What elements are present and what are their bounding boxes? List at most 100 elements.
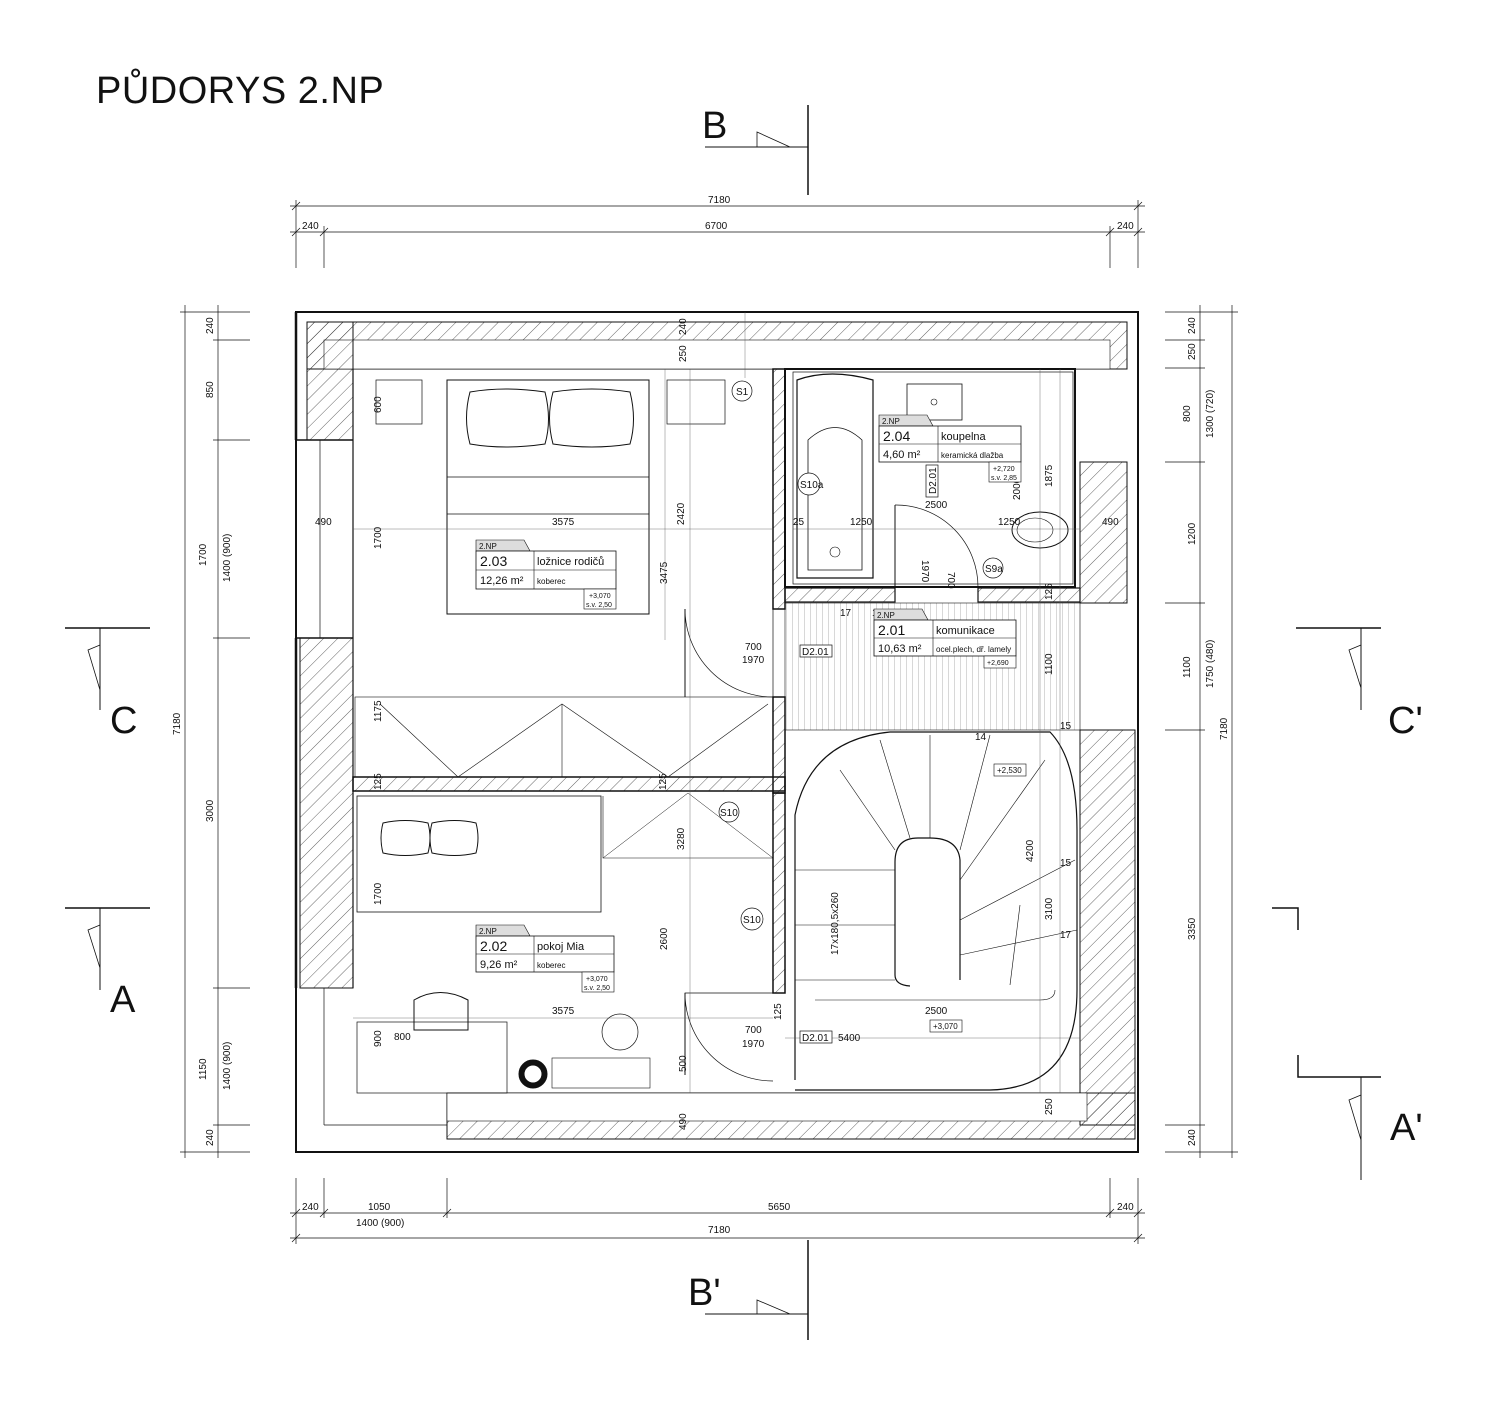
- room-level: +2,690: [987, 660, 1009, 667]
- room-finish: ocel.plech, dř. lamely: [936, 645, 1011, 654]
- svg-text:1100: 1100: [1044, 653, 1055, 675]
- level-stair-mid: +2,530: [997, 766, 1022, 775]
- room-name: komunikace: [936, 625, 995, 637]
- desk: [356, 992, 651, 1094]
- column-s9a: S9a: [985, 564, 1003, 575]
- svg-text:1250: 1250: [998, 517, 1021, 528]
- section-label-c-prime: C': [1388, 700, 1423, 742]
- svg-text:125: 125: [373, 773, 384, 790]
- svg-text:2600: 2600: [659, 927, 670, 950]
- room-finish: koberec: [537, 577, 565, 586]
- column-marker: [982, 557, 1004, 579]
- svg-text:2500: 2500: [925, 500, 948, 511]
- section-arrow-icon: [87, 644, 101, 691]
- svg-text:490: 490: [1102, 517, 1119, 528]
- pillow-icon: [549, 388, 634, 448]
- svg-text:5400: 5400: [838, 1033, 861, 1044]
- svg-text:250: 250: [1044, 1098, 1055, 1115]
- dim-left-1: 240: [205, 317, 216, 334]
- section-arrow-icon: [1348, 644, 1362, 689]
- svg-text:2420: 2420: [676, 502, 687, 525]
- level-landing: +3,070: [933, 1022, 958, 1031]
- room-finish: koberec: [537, 961, 565, 970]
- column-marker: [797, 472, 821, 496]
- page-title: PŮDORYS 2.NP: [96, 70, 385, 112]
- svg-text:3575: 3575: [552, 517, 575, 528]
- spiral-stair-icon: [794, 731, 1078, 1091]
- dim-right-5b: 1750 (480): [1205, 640, 1216, 688]
- section-label-c: C: [110, 700, 137, 742]
- svg-text:240: 240: [678, 318, 689, 335]
- room-height: s.v. 2,50: [584, 985, 610, 992]
- room-tag-2-01: 2.NP 2.01 komunikace 10,63 m² ocel.plech…: [873, 608, 1017, 669]
- section-marker-b-prime: B': [688, 1240, 809, 1340]
- dim-right-7: 240: [1187, 1129, 1198, 1146]
- svg-text:4200: 4200: [1025, 839, 1036, 862]
- pillow-icon: [429, 820, 479, 856]
- room-tag-2-02: 2.NP 2.02 pokoj Mia 9,26 m² koberec +3,0…: [475, 924, 615, 993]
- svg-text:490: 490: [315, 517, 332, 528]
- pillow-icon: [380, 820, 431, 856]
- column-s10a: S10a: [800, 480, 824, 491]
- svg-text:250: 250: [678, 345, 689, 362]
- room-floor: 2.NP: [479, 927, 497, 936]
- room-name: ložnice rodičů: [537, 556, 604, 568]
- svg-text:500: 500: [678, 1055, 689, 1072]
- svg-text:800: 800: [394, 1032, 411, 1043]
- room-floor: 2.NP: [479, 542, 497, 551]
- svg-text:1700: 1700: [373, 882, 384, 905]
- section-label-b-prime: B': [688, 1272, 721, 1314]
- svg-text:1970: 1970: [742, 655, 765, 666]
- section-arrow-icon: [756, 131, 791, 148]
- svg-text:700: 700: [745, 642, 762, 653]
- dim-right-5: 1100: [1182, 656, 1193, 678]
- section-arrow-icon: [1348, 1094, 1362, 1141]
- dim-top-right: 240: [1117, 221, 1134, 232]
- section-label-b: B: [702, 105, 727, 147]
- column-marker: [740, 907, 764, 931]
- room-area: 9,26 m²: [480, 959, 518, 971]
- svg-text:3280: 3280: [676, 827, 687, 850]
- room-number: 2.04: [883, 428, 910, 444]
- section-arrow-icon: [87, 924, 101, 969]
- section-marker-a-prime: A': [1272, 907, 1423, 1180]
- svg-text:17x180,5x260: 17x180,5x260: [830, 892, 841, 955]
- section-marker-b: B: [702, 105, 809, 195]
- svg-text:25: 25: [793, 517, 805, 528]
- room-tag-2-04: 2.NP 2.04 koupelna 4,60 m² keramická dla…: [878, 414, 1022, 483]
- section-arrow-icon: [756, 1299, 791, 1315]
- dim-right-1: 240: [1187, 317, 1198, 334]
- washbasin-icon: [906, 383, 963, 421]
- dim-left-total: 7180: [172, 712, 183, 735]
- dimension-right: [1165, 305, 1238, 1158]
- door-tag-d2: D2.01: [802, 1033, 829, 1044]
- svg-text:15: 15: [1060, 858, 1072, 869]
- svg-text:600: 600: [373, 396, 384, 413]
- svg-text:125: 125: [658, 773, 669, 790]
- interior-dimensions: 600 1700 490 3575 2420 3475 1175 125 125…: [315, 318, 1119, 1130]
- door-tag: [799, 1030, 833, 1044]
- svg-text:15: 15: [1060, 721, 1072, 732]
- dim-right-3: 800: [1182, 405, 1193, 422]
- room-finish: keramická dlažba: [941, 451, 1004, 460]
- dim-left-5b: 1400 (900): [222, 1042, 233, 1090]
- room-number: 2.02: [480, 938, 507, 954]
- svg-text:1970: 1970: [742, 1039, 765, 1050]
- column-s1: S1: [736, 387, 749, 398]
- bed-icon: [375, 379, 726, 615]
- room-height: s.v. 2,50: [586, 602, 612, 609]
- section-label-a-prime: A': [1390, 1107, 1423, 1149]
- svg-text:700: 700: [945, 572, 956, 589]
- svg-text:2500: 2500: [925, 1006, 948, 1017]
- svg-text:490: 490: [678, 1113, 689, 1130]
- svg-text:125: 125: [1044, 583, 1055, 600]
- bathtub-icon: [796, 373, 874, 579]
- dim-bot-right: 240: [1117, 1202, 1134, 1213]
- door-tag: [799, 644, 833, 658]
- section-marker-a: A: [65, 907, 150, 1021]
- dim-left-5: 1150: [198, 1058, 209, 1080]
- room-area: 12,26 m²: [480, 575, 524, 587]
- dim-left-3b: 1400 (900): [222, 534, 233, 582]
- room-floor: 2.NP: [882, 417, 900, 426]
- svg-text:14: 14: [975, 732, 987, 743]
